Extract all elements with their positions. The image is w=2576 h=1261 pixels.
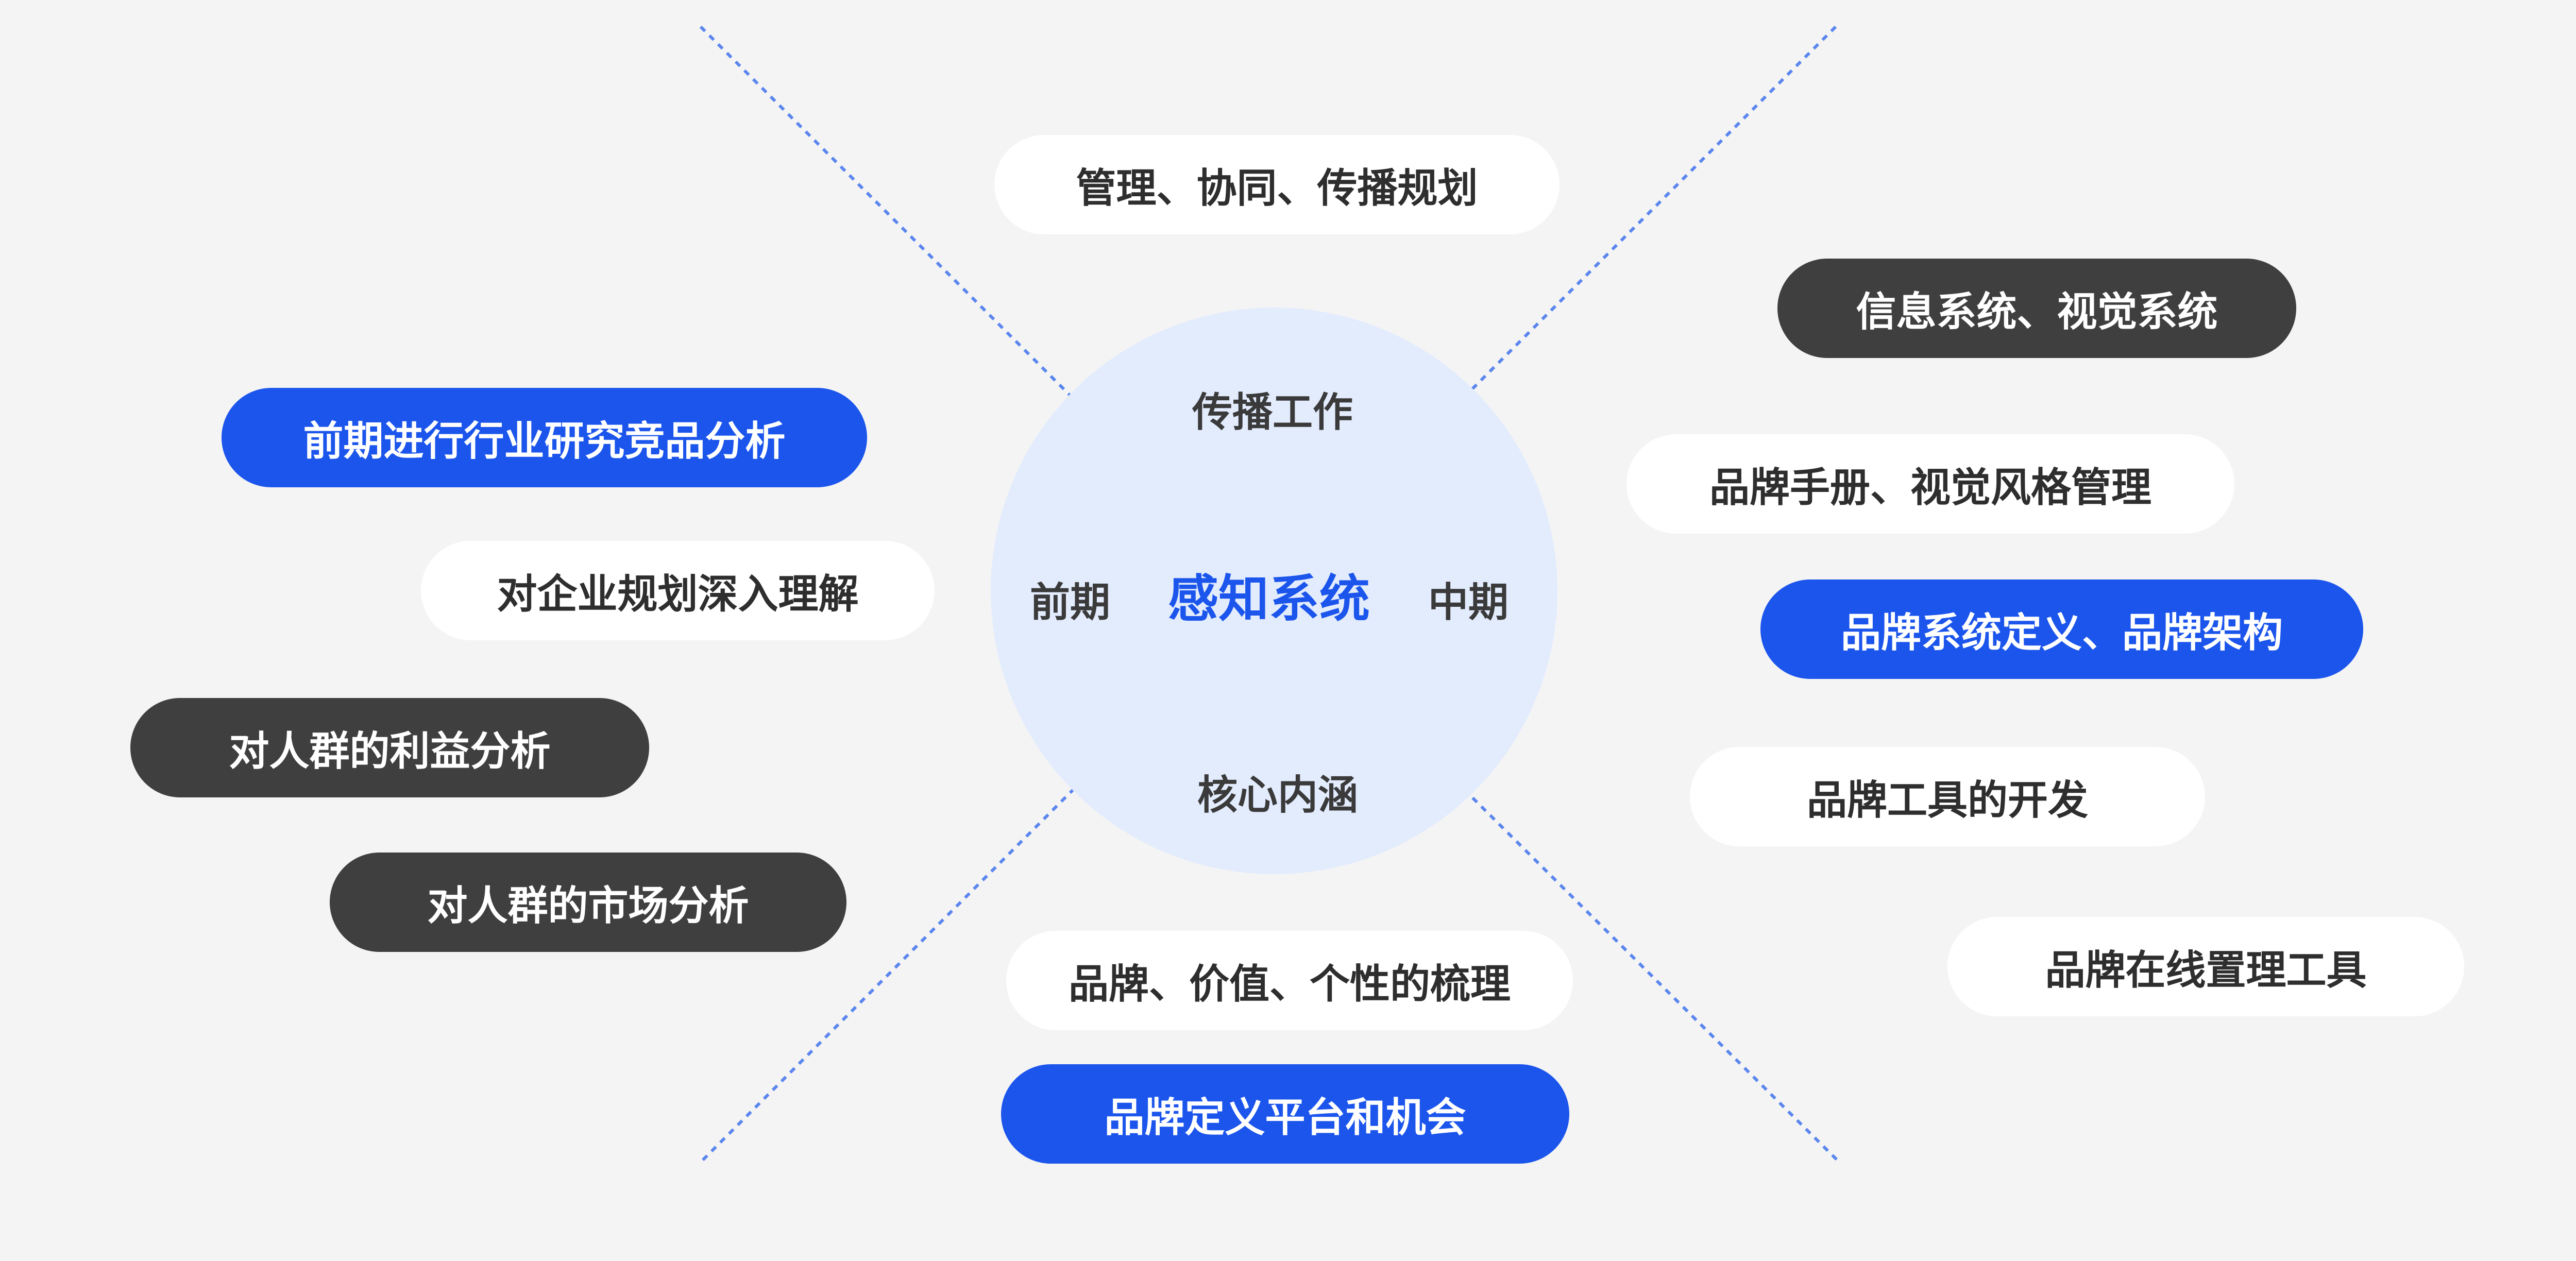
center-circle [991, 308, 1557, 874]
center-label-top: 传播工作 [1192, 389, 1353, 436]
divider-line-top-left [699, 25, 1195, 520]
center-label-bottom: 核心内涵 [1197, 772, 1359, 819]
bottom-pill-1: 品牌、价值、个性的梳理 [1006, 931, 1573, 1030]
left-pill-1: 前期进行行业研究竞品分析 [222, 388, 867, 487]
right-pill-3: 品牌系统定义、品牌架构 [1760, 580, 2363, 679]
left-pill-2: 对企业规划深入理解 [421, 541, 935, 640]
bottom-pill-2: 品牌定义平台和机会 [1001, 1064, 1569, 1164]
left-pill-4: 对人群的市场分析 [330, 853, 846, 952]
right-pill-4: 品牌工具的开发 [1690, 747, 2205, 846]
center-title: 感知系统 [1167, 570, 1370, 628]
right-pill-5: 品牌在线置理工具 [1947, 917, 2464, 1016]
right-pill-2: 品牌手册、视觉风格管理 [1626, 434, 2234, 534]
center-label-left: 前期 [1029, 580, 1111, 626]
right-pill-1: 信息系统、视觉系统 [1777, 259, 2296, 358]
center-label-right: 中期 [1428, 580, 1509, 626]
top-pill-1: 管理、协同、传播规划 [994, 135, 1560, 234]
left-pill-3: 对人群的利益分析 [130, 698, 649, 797]
